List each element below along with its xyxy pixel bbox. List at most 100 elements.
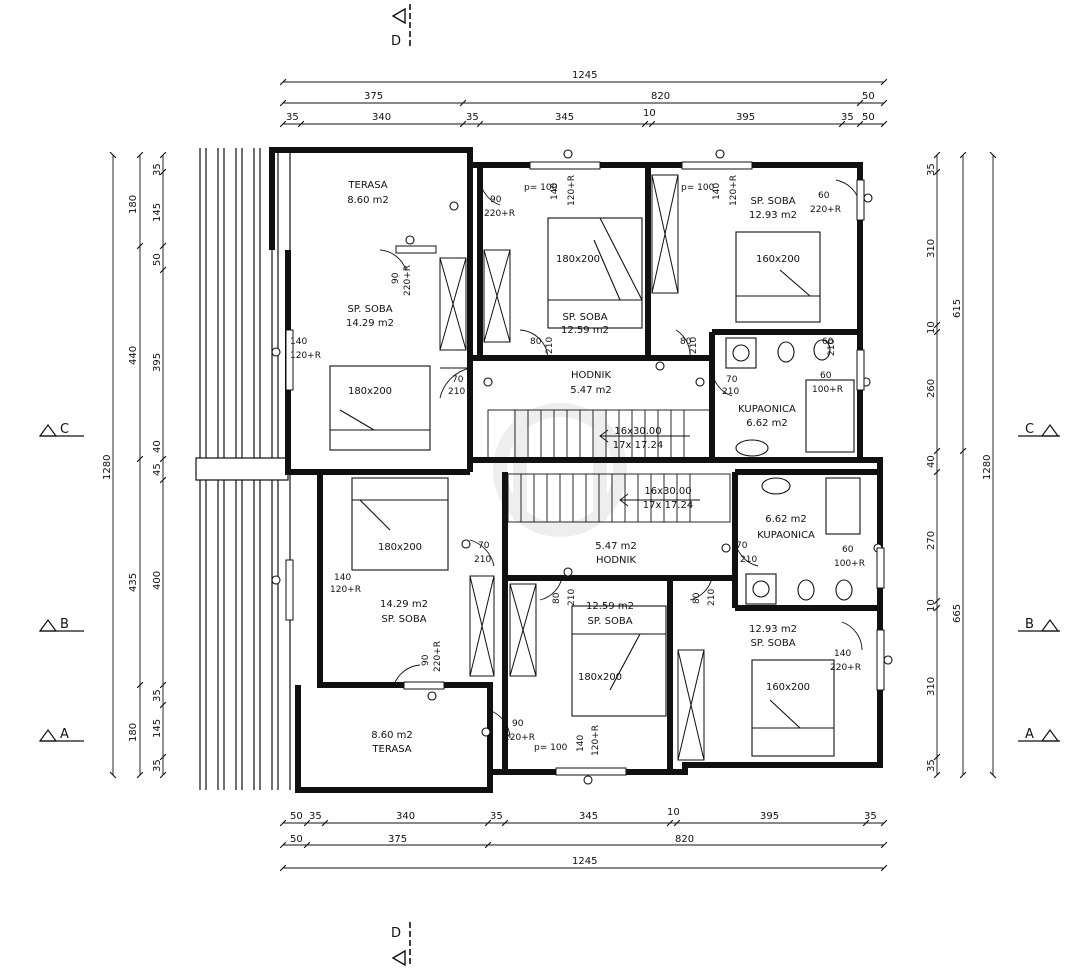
- room-name: TERASA: [347, 180, 387, 191]
- opening-label: p= 100: [681, 183, 715, 193]
- opening-label: 220+R: [484, 209, 515, 219]
- room-name: HODNIK: [571, 370, 612, 381]
- opening-label: 120+R: [290, 351, 321, 361]
- opening-label: 210: [740, 555, 757, 565]
- dim-right-270: 270: [926, 531, 937, 550]
- dim-top-35b: 35: [466, 112, 479, 123]
- dim-top-345: 345: [555, 112, 574, 123]
- dim-bot-total: 1245: [572, 856, 597, 867]
- room-area: 8.60 m2: [371, 730, 413, 741]
- room-name: SP. SOBA: [381, 614, 426, 625]
- opening-labels: p= 100 140 120+R p= 100 140 120+R 90 220…: [290, 175, 865, 756]
- opening-label: 70: [736, 541, 748, 551]
- dim-bot-375: 375: [388, 834, 407, 845]
- dim-left-435: 435: [128, 573, 139, 592]
- opening-label: p= 100: [534, 743, 568, 753]
- room-name: HODNIK: [596, 555, 637, 566]
- room-area: 6.62 m2: [765, 514, 807, 525]
- axis-right-c: C: [1025, 422, 1034, 437]
- opening-label: 220+R: [433, 641, 443, 672]
- opening-label: 220+R: [830, 663, 861, 673]
- bed-labels: 180x200 160x200 180x200 180x200 180x200 …: [348, 254, 810, 693]
- stair-tread: 16x30.00: [644, 486, 691, 497]
- dim-left-180b: 180: [128, 723, 139, 742]
- dimensions-bottom: [283, 823, 884, 872]
- opening-label: 210: [707, 589, 717, 606]
- dimensions-top: [283, 78, 884, 124]
- opening-label: 70: [452, 375, 464, 385]
- room-area: 12.93 m2: [749, 210, 797, 221]
- room-name: TERASA: [371, 744, 411, 755]
- dim-left-35c: 35: [152, 759, 163, 772]
- stair-riser: 17x 17.24: [643, 500, 693, 511]
- room-labels: TERASA 8.60 m2 SP. SOBA 12.59 m2 SP. SOB…: [346, 180, 815, 755]
- opening-label: 210: [689, 337, 699, 354]
- opening-label: 220+R: [810, 205, 841, 215]
- opening-label: 80: [692, 592, 702, 604]
- opening-label: 90: [512, 719, 524, 729]
- dim-right-310a: 310: [926, 239, 937, 258]
- opening-label: 210: [827, 339, 837, 356]
- dim-left-45: 45: [152, 463, 163, 476]
- dim-bot-395: 395: [760, 811, 779, 822]
- dim-right-665: 665: [952, 604, 963, 623]
- axis-left-b: B: [60, 617, 69, 632]
- dim-left-440: 440: [128, 346, 139, 365]
- bathroom-fixtures: [725, 337, 861, 605]
- dimensions-right: [937, 155, 997, 775]
- stair-tread: 16x30.00: [614, 426, 661, 437]
- opening-label: 80: [552, 592, 562, 604]
- opening-label: 140: [576, 735, 586, 752]
- opening-label: 70: [726, 375, 738, 385]
- opening-label: 210: [474, 555, 491, 565]
- opening-label: 120+R: [567, 175, 577, 206]
- bed-size: 180x200: [378, 542, 422, 553]
- staircase: [487, 409, 731, 523]
- bed-size: 180x200: [556, 254, 600, 265]
- dim-bot-340: 340: [396, 811, 415, 822]
- dim-top-375: 375: [364, 91, 383, 102]
- opening-label: 60: [842, 545, 854, 555]
- dim-top-340: 340: [372, 112, 391, 123]
- dim-bot-35a: 35: [309, 811, 322, 822]
- section-label-top: D: [391, 34, 401, 49]
- room-name: SP. SOBA: [347, 304, 392, 315]
- dim-top-50: 50: [862, 91, 875, 102]
- dim-top-820: 820: [651, 91, 670, 102]
- opening-label: 120+R: [330, 585, 361, 595]
- room-area: 12.59 m2: [561, 325, 609, 336]
- dim-bot-35b: 35: [490, 811, 503, 822]
- room-name: SP. SOBA: [750, 196, 795, 207]
- room-name: KUPAONICA: [757, 530, 815, 541]
- dim-bot-50b: 50: [290, 834, 303, 845]
- dim-bot-10: 10: [667, 807, 680, 818]
- section-mark-bottom: D: [391, 922, 411, 967]
- opening-label: 60: [822, 337, 834, 347]
- axis-left-c: C: [60, 422, 69, 437]
- opening-label: 140: [712, 183, 722, 200]
- dim-right-615: 615: [952, 299, 963, 318]
- walls: [269, 147, 883, 793]
- opening-label: 70: [478, 541, 490, 551]
- dim-left-total: 1280: [102, 455, 113, 480]
- stair-labels: 16x30.00 17x 17.24 16x30.00 17x 17.24: [613, 426, 693, 511]
- opening-label: 60: [818, 191, 830, 201]
- opening-label: 90: [391, 272, 401, 284]
- dim-top-50b: 50: [862, 112, 875, 123]
- dim-right-35b: 35: [926, 759, 937, 772]
- room-area: 12.93 m2: [749, 624, 797, 635]
- room-area: 14.29 m2: [380, 599, 428, 610]
- opening-label: 140: [550, 183, 560, 200]
- opening-label: 100+R: [834, 559, 865, 569]
- opening-label: 140: [834, 649, 851, 659]
- dim-right-labels: 1280 615 665 35 310 10 260 40 270 10 310…: [926, 163, 993, 772]
- deck-slats: [195, 148, 291, 790]
- dim-top-10: 10: [643, 108, 656, 119]
- room-area: 6.62 m2: [746, 418, 788, 429]
- bed-size: 160x200: [766, 682, 810, 693]
- wardrobes: [439, 174, 705, 761]
- bed-size: 180x200: [578, 672, 622, 683]
- dim-bot-50a: 50: [290, 811, 303, 822]
- room-name: SP. SOBA: [562, 312, 607, 323]
